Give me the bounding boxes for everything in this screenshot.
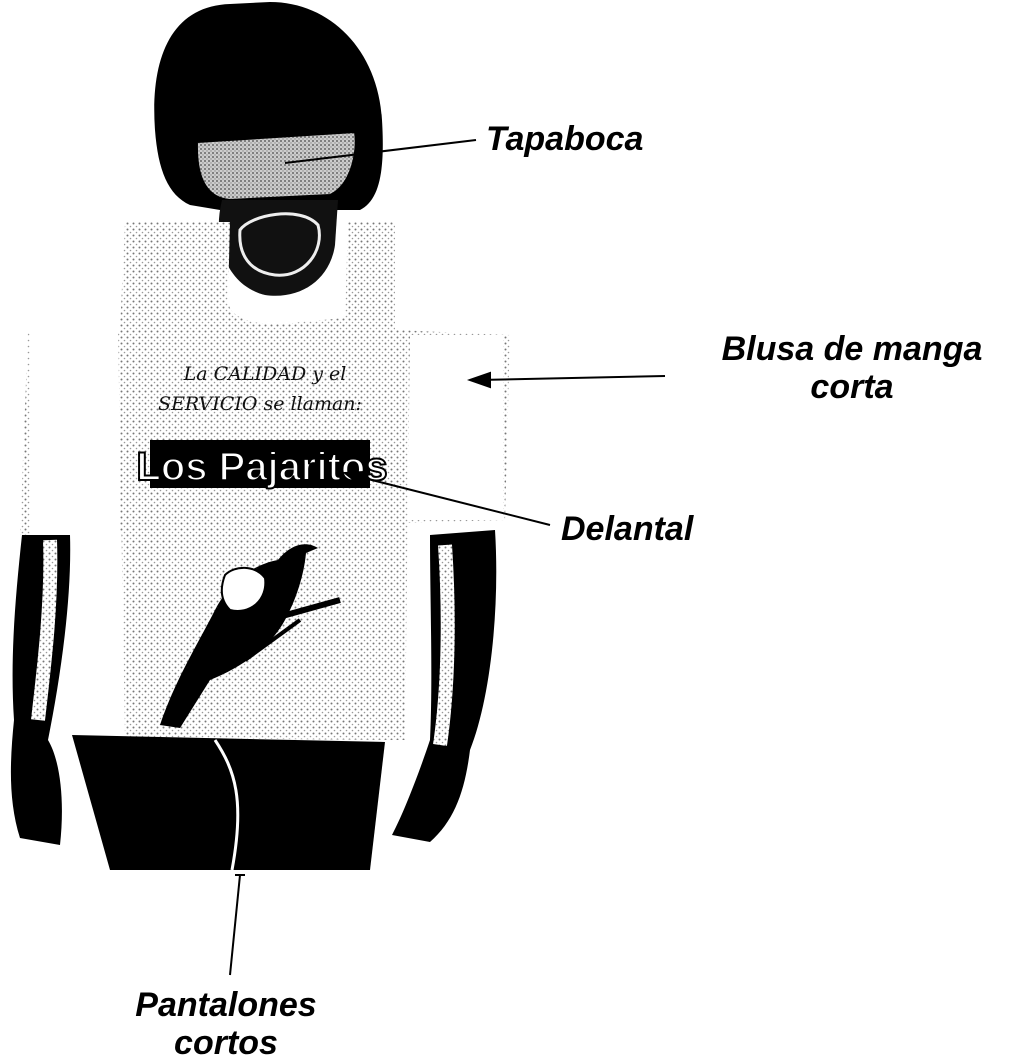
label-blusa: Blusa de manga corta <box>692 330 1010 406</box>
label-pantalones-line2: cortos <box>96 1024 356 1062</box>
shorts <box>72 735 385 870</box>
face-mask <box>197 132 356 200</box>
label-delantal: Delantal <box>561 510 693 548</box>
brand-logo: Los Pajaritos <box>136 440 387 489</box>
shirt-text-line2: SERVICIO se llaman: <box>158 393 362 415</box>
label-tapaboca-text: Tapaboca <box>486 120 643 158</box>
svg-text:Los Pajaritos: Los Pajaritos <box>136 445 387 489</box>
apron <box>118 330 410 740</box>
label-blusa-line2: corta <box>692 368 1010 406</box>
label-pantalones-line1: Pantalones <box>96 986 356 1024</box>
label-delantal-text: Delantal <box>561 510 693 548</box>
label-blusa-line1: Blusa de manga <box>692 330 1010 368</box>
label-tapaboca: Tapaboca <box>486 120 643 158</box>
callout-pantalones-line <box>230 875 240 975</box>
shirt-text-line1: La CALIDAD y el <box>183 363 347 385</box>
label-pantalones: Pantalones cortos <box>96 986 356 1062</box>
